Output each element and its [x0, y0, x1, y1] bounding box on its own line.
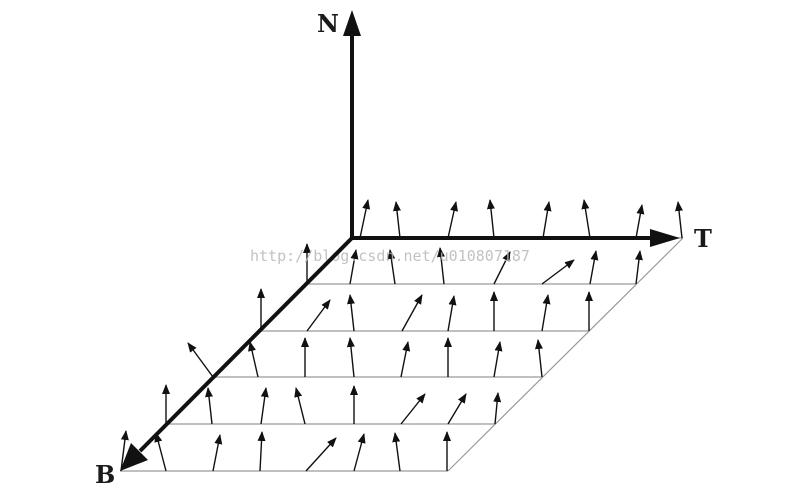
- surface-normal-arrow: [400, 341, 411, 378]
- surface-normal-arrow: [305, 437, 337, 472]
- surface-normal-arrow: [447, 393, 467, 425]
- surface-normal-arrow: [392, 432, 401, 472]
- surface-normal-arrow: [248, 341, 259, 378]
- surface-normal-arrow: [154, 432, 167, 472]
- surface-normal-arrow: [349, 249, 359, 285]
- bitangent-axis-label: B: [95, 460, 115, 489]
- surface-normal-arrow: [347, 294, 355, 332]
- surface-normal-arrow: [447, 295, 457, 332]
- surface-normal-arrow: [257, 431, 266, 472]
- surface-normal-arrow: [542, 201, 552, 239]
- surface-normal-arrow: [260, 387, 269, 425]
- surface-normal-arrow: [635, 204, 645, 239]
- grid-edge-right: [447, 237, 684, 472]
- surface-normal-arrow: [675, 201, 683, 239]
- surface-grid: [120, 237, 684, 472]
- watermark-text: http://blog.csdn.net/u010807187: [250, 247, 530, 265]
- surface-normal-arrow: [294, 387, 306, 425]
- surface-normal-arrow: [447, 201, 458, 239]
- surface-normal-arrow: [393, 201, 401, 239]
- normal-arrowhead-icon: [343, 10, 361, 36]
- surface-normal-arrow: [401, 294, 423, 332]
- surface-normal-arrow: [120, 430, 129, 472]
- normal-axis-label: N: [317, 9, 339, 38]
- surface-normal-arrow: [486, 199, 495, 239]
- surface-normal-arrow: [353, 433, 366, 472]
- surface-normal-arrow: [205, 387, 213, 425]
- bitangent-arrowhead-icon: [120, 443, 148, 471]
- surface-normal-arrow: [187, 342, 214, 378]
- surface-normal-arrow: [534, 339, 543, 378]
- surface-normals: [120, 199, 683, 472]
- surface-normal-arrow: [359, 199, 371, 239]
- surface-normal-arrow: [493, 392, 502, 425]
- surface-normal-arrow: [400, 393, 426, 425]
- surface-normal-arrow: [437, 247, 445, 285]
- surface-normal-arrow: [493, 341, 503, 378]
- surface-normal-arrow: [306, 299, 331, 332]
- surface-normal-arrow: [589, 250, 599, 285]
- surface-normal-arrow: [212, 434, 223, 472]
- tangent-arrowhead-icon: [650, 229, 680, 247]
- surface-normal-arrow: [581, 199, 591, 239]
- bitangent-axis: [138, 236, 354, 453]
- surface-normal-arrow: [541, 259, 575, 285]
- surface-normal-arrow: [541, 294, 551, 332]
- tbn-axes: [120, 10, 680, 471]
- surface-normal-arrow: [387, 249, 396, 285]
- surface-normal-arrow: [346, 337, 355, 378]
- tangent-axis-label: T: [694, 224, 712, 253]
- surface-normal-arrow: [634, 250, 643, 285]
- surface-normal-arrow: [493, 251, 511, 285]
